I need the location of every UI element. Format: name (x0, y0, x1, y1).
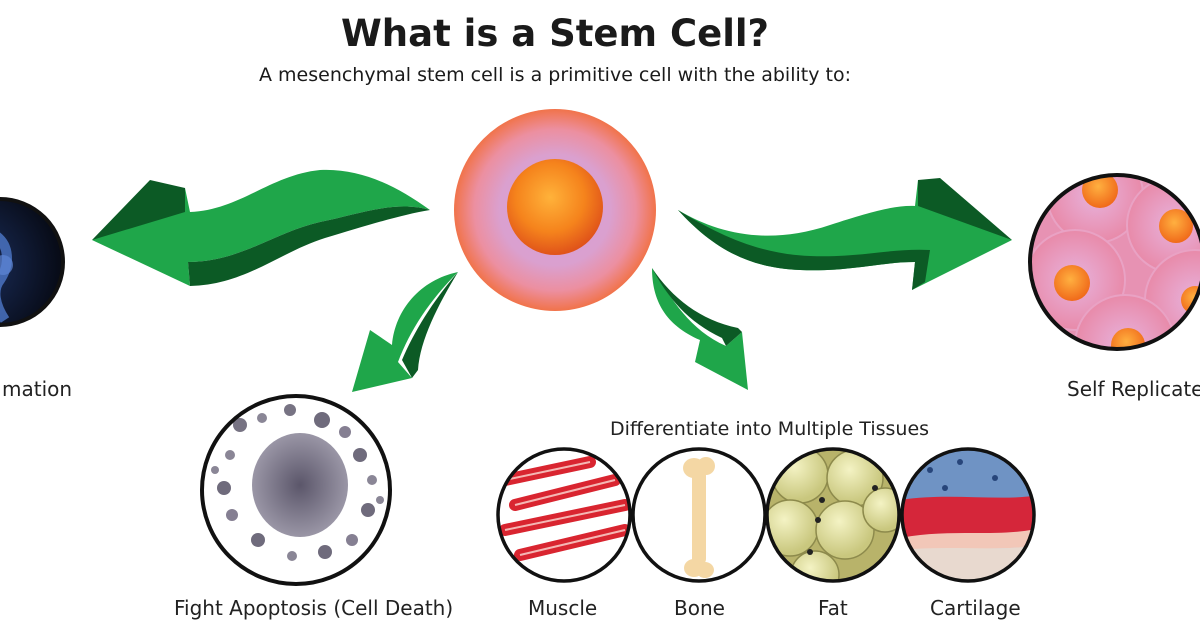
muscle-illustration (496, 447, 632, 583)
stem-cell-illustration (454, 109, 656, 311)
apoptosis-illustration (200, 394, 392, 586)
arrow-down-right-icon (652, 268, 748, 390)
tissue-label-muscle: Muscle (528, 596, 598, 620)
label-left-partial: mation (2, 377, 73, 401)
label-self-replicate: Self Replicate (1067, 377, 1200, 401)
tissue-label-cartilage: Cartilage (930, 596, 1021, 620)
bone-illustration (631, 447, 767, 583)
cartilage-illustration (900, 447, 1036, 583)
tissue-label-fat: Fat (818, 596, 848, 620)
label-differentiate: Differentiate into Multiple Tissues (610, 418, 930, 440)
arrow-left-icon (92, 169, 430, 286)
arrow-down-left-icon (352, 272, 458, 392)
left-circle-illustration (0, 197, 65, 327)
label-fight-apoptosis: Fight Apoptosis (Cell Death) (174, 596, 454, 620)
self-replicate-illustration (1028, 173, 1200, 351)
page-subtitle: A mesenchymal stem cell is a primitive c… (259, 64, 851, 86)
arrow-right-icon (678, 178, 1012, 290)
fat-illustration (765, 447, 901, 583)
page-title: What is a Stem Cell? (340, 12, 770, 55)
tissue-label-bone: Bone (674, 596, 725, 620)
